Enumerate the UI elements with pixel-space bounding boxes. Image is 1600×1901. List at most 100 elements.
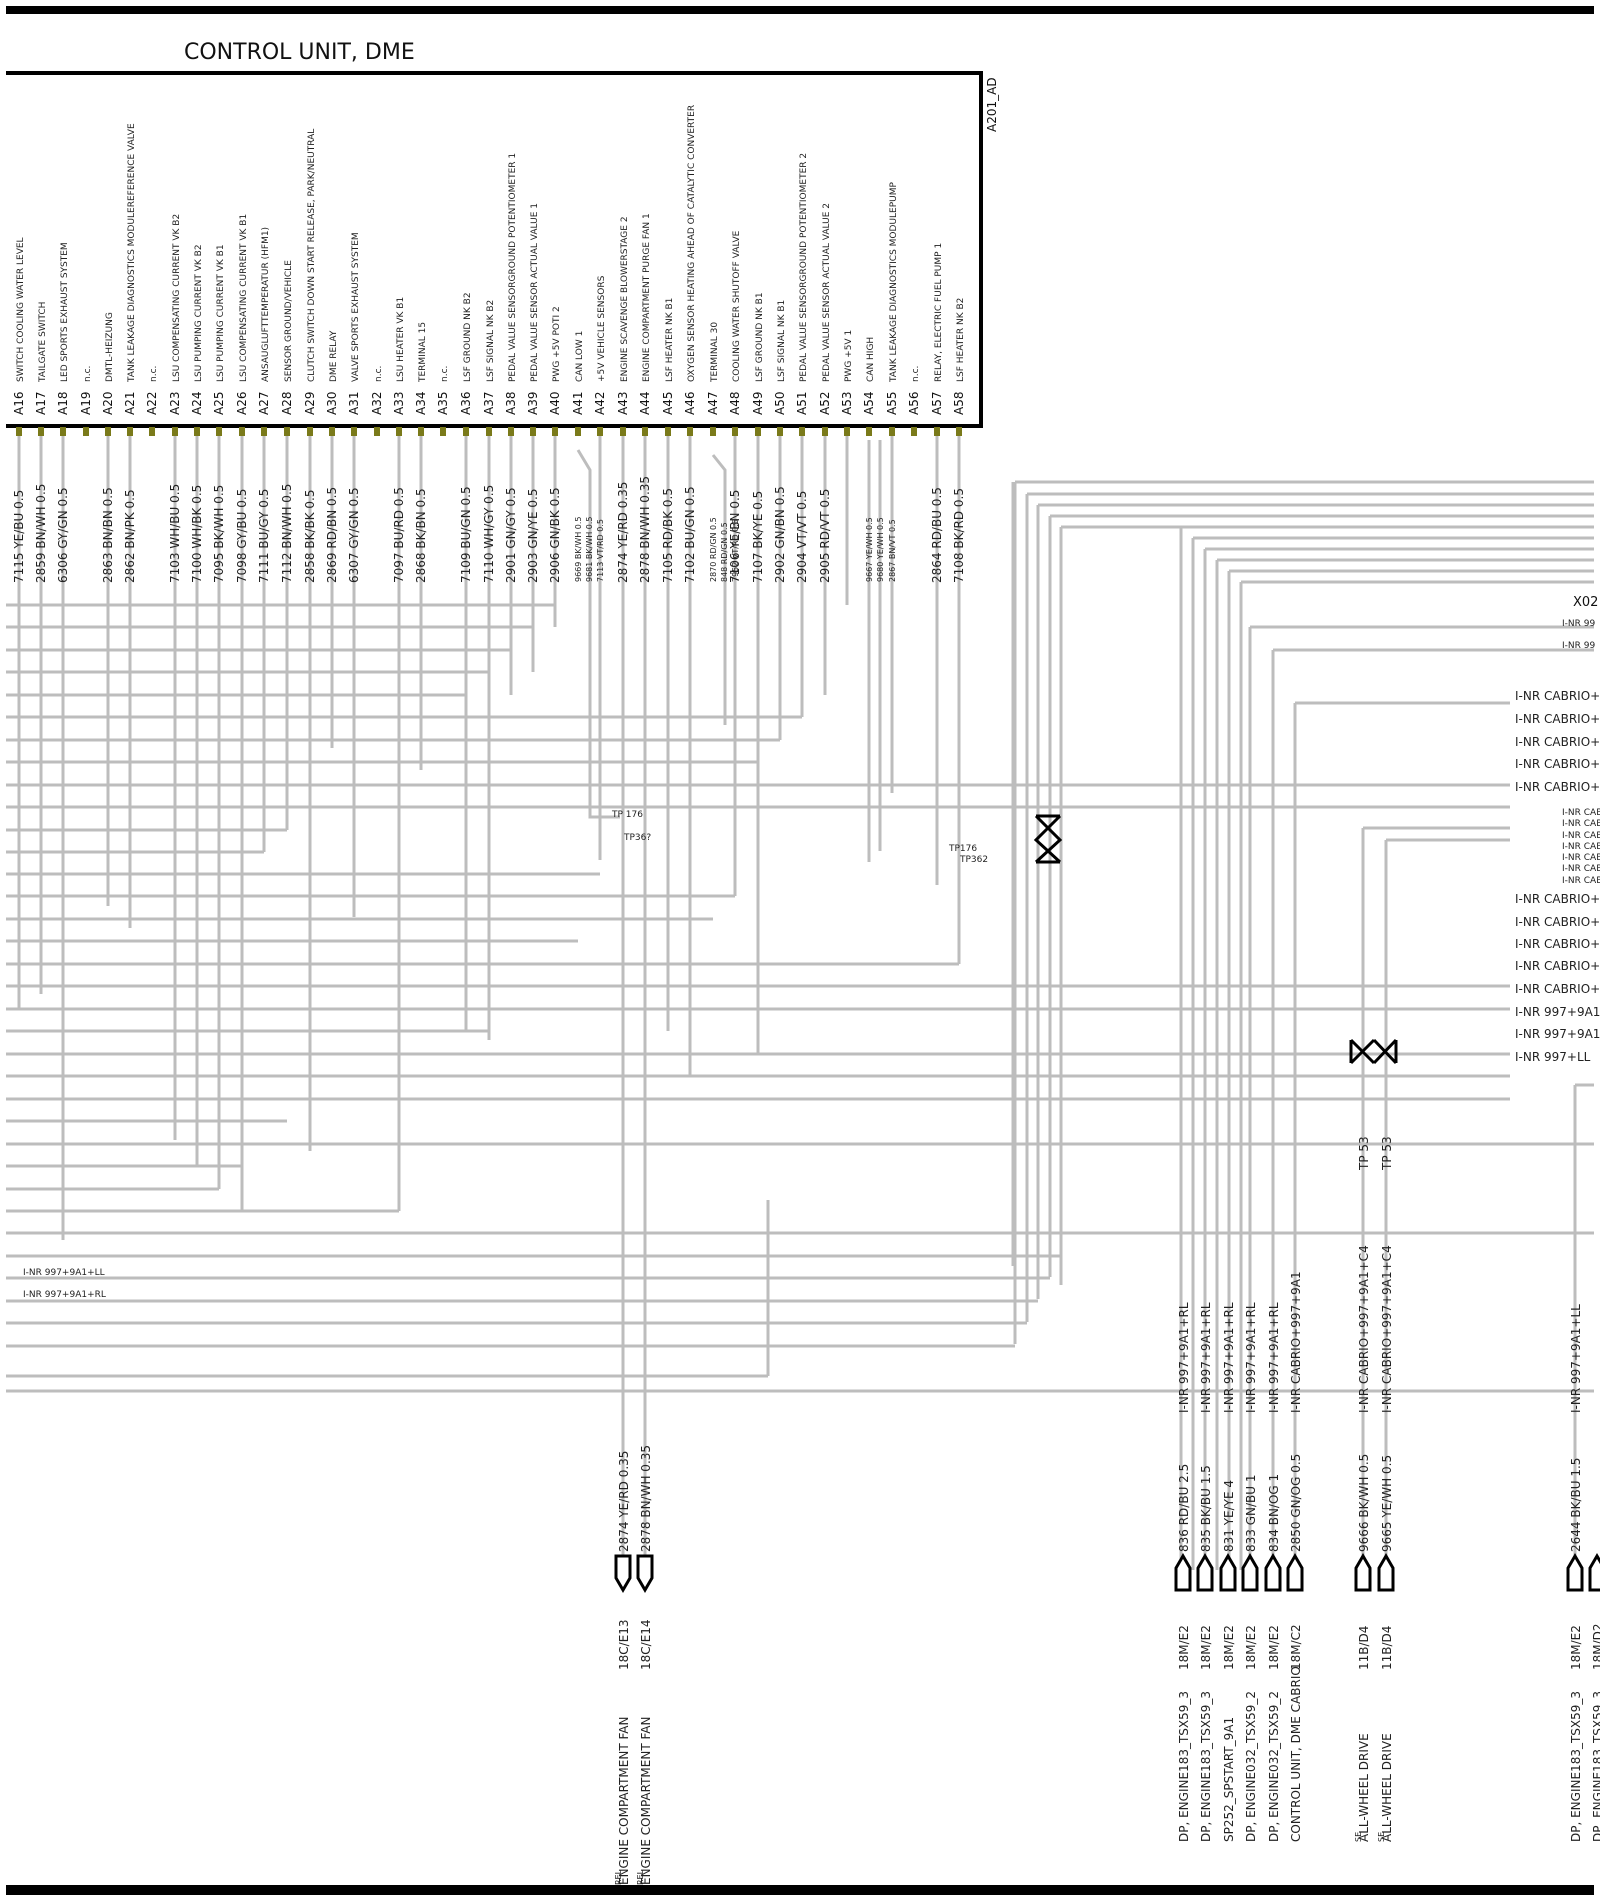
wire-code-label: 2868 BK/BN 0.5 bbox=[414, 488, 428, 583]
variant-label: I-NR 99 bbox=[1562, 619, 1595, 629]
pin-function-label: LSF HEATER NK B1 bbox=[665, 298, 675, 382]
wire-code-label: 7112 BN/WH 0.5 bbox=[280, 484, 294, 583]
pin-terminal bbox=[329, 427, 335, 436]
wire-code-label: 831 YE/YE 4 bbox=[1222, 1480, 1236, 1552]
destination-prefix: REL bbox=[614, 1869, 623, 1885]
wire-code-label: 2644 BK/BU 1.5 bbox=[1569, 1458, 1583, 1552]
wire-code-label: 2874 YE/RD 0.35 bbox=[617, 1451, 631, 1552]
pin-function-label: DMTL-HEIZUNG bbox=[105, 312, 115, 382]
pin-number: A42 bbox=[593, 392, 607, 415]
connector-code: 18M/E2 bbox=[1244, 1625, 1258, 1670]
pin-number: A49 bbox=[751, 392, 765, 415]
pin-terminal bbox=[486, 427, 492, 436]
variant-label: I-NR CABRIO+997 bbox=[1562, 808, 1600, 818]
pin-number: A31 bbox=[347, 392, 361, 415]
test-point-label: TP 53 bbox=[1357, 1136, 1371, 1171]
connector-code: 11B/D4 bbox=[1380, 1626, 1394, 1670]
pin-number: A41 bbox=[571, 392, 585, 415]
variant-label: I-NR 997+9A1 bbox=[1515, 1027, 1600, 1041]
pin-number: A33 bbox=[392, 392, 406, 415]
pin-function-label: RELAY, ELECTRIC FUEL PUMP 1 bbox=[934, 243, 944, 382]
wire-code-label: 2850 GN/OG 0.5 bbox=[1289, 1454, 1303, 1552]
wire-code-label: 9665 YE/WH 0.5 bbox=[1380, 1455, 1394, 1552]
destination-label: DP, ENGINE183_TSX59_3 bbox=[1177, 1691, 1191, 1842]
destination-label: ENGINE COMPARTMENT FAN bbox=[639, 1717, 653, 1885]
pin-number: A23 bbox=[168, 392, 182, 415]
pin-terminal bbox=[552, 427, 558, 436]
pin-terminal bbox=[83, 427, 89, 436]
pin-function-label: PWG +5V 1 bbox=[844, 330, 854, 382]
pin-number: A53 bbox=[840, 392, 854, 415]
pin-function-label: SENSOR GROUND/VEHICLE bbox=[284, 260, 294, 382]
pin-number: A24 bbox=[190, 392, 204, 415]
wire-code-label: 7098 GY/BU 0.5 bbox=[235, 489, 249, 583]
pin-number: A36 bbox=[459, 392, 473, 415]
control-unit-box bbox=[6, 71, 983, 428]
variant-label: I-NR CABRIO+997+9A1+C4 bbox=[1380, 1245, 1394, 1413]
pin-number: A40 bbox=[548, 392, 562, 415]
pin-function-label: LSF GROUND NK B1 bbox=[755, 292, 765, 382]
variant-label: I-NR CABRIO+ bbox=[1515, 757, 1600, 771]
variant-label: I-NR CABRIO+997 bbox=[1562, 819, 1600, 829]
connector-code: 18M/E2 bbox=[1569, 1625, 1583, 1670]
variant-label: I-NR 997+9A1+RL bbox=[1199, 1302, 1213, 1413]
pin-number: A50 bbox=[773, 392, 787, 415]
destination-label: SP252_SPSTART_9A1 bbox=[1222, 1717, 1236, 1842]
pin-terminal bbox=[307, 427, 313, 436]
variant-label: I-NR 997+9A1+LL bbox=[1569, 1304, 1583, 1413]
connector-code: 18M/E2 bbox=[1177, 1625, 1191, 1670]
wire-code-label-small: 2867 BN/VT 0.5 bbox=[888, 519, 897, 582]
wire-code-label-small: 9681 BK/WH 0.5 bbox=[585, 516, 594, 582]
pin-number: A51 bbox=[795, 392, 809, 415]
variant-label: I-NR CABRIO+ bbox=[1515, 689, 1600, 703]
pin-function-label: PEDAL VALUE SENSOR ACTUAL VALUE 1 bbox=[530, 203, 540, 382]
variant-label: I-NR CABRIO+997 bbox=[1562, 876, 1600, 886]
pin-number: A46 bbox=[683, 392, 697, 415]
wire-code-label: 7110 WH/GY 0.5 bbox=[482, 485, 496, 583]
connector-terminal bbox=[1588, 1553, 1600, 1592]
connector-terminal bbox=[614, 1554, 632, 1593]
variant-label: I-NR CABRIO+997 bbox=[1562, 842, 1600, 852]
wire-code-label-small: 9667 YE/WH 0.5 bbox=[865, 517, 874, 582]
pin-terminal bbox=[172, 427, 178, 436]
pin-terminal bbox=[866, 427, 872, 436]
wire-code-label: 2858 BK/BK 0.5 bbox=[303, 490, 317, 584]
pin-function-label: PWG +5V POTI 2 bbox=[552, 306, 562, 382]
pin-terminal bbox=[777, 427, 783, 436]
variant-label: I-NR 99 bbox=[1562, 641, 1595, 651]
pin-terminal bbox=[105, 427, 111, 436]
pin-function-label: n.c. bbox=[83, 366, 93, 382]
pin-terminal bbox=[418, 427, 424, 436]
connector-terminal bbox=[636, 1554, 654, 1593]
component-id: A201_AD bbox=[985, 77, 999, 132]
pin-terminal bbox=[755, 427, 761, 436]
connector-code: 18C/E13 bbox=[617, 1619, 631, 1670]
twisted-pair-marker-left bbox=[1033, 814, 1063, 864]
pin-number: A28 bbox=[280, 392, 294, 415]
connector-code: 18C/E14 bbox=[639, 1619, 653, 1670]
wire-code-label: 2878 BN/WH 0.35 bbox=[639, 1445, 653, 1552]
pin-number: A27 bbox=[257, 392, 271, 415]
pin-function-label: TERMINAL 30 bbox=[710, 322, 720, 383]
pin-function-label: n.c. bbox=[911, 366, 921, 382]
bottom-border bbox=[6, 1885, 1594, 1895]
pin-number: A21 bbox=[123, 392, 137, 415]
pin-terminal bbox=[956, 427, 962, 436]
pin-terminal bbox=[16, 427, 22, 436]
pin-function-label: TANK LEAKAGE DIAGNOSTICS MODULEREFERENCE… bbox=[127, 123, 137, 383]
connector-code: 18M/C2 bbox=[1289, 1624, 1303, 1670]
connector-terminal bbox=[1264, 1553, 1282, 1592]
pin-function-label: LSU HEATER VK B1 bbox=[396, 297, 406, 382]
variant-label: I-NR 997+9A1+RL bbox=[23, 1290, 106, 1300]
destination-label: DP, ENGINE183_TSX59_3 bbox=[1199, 1691, 1213, 1842]
pin-number: A56 bbox=[907, 392, 921, 415]
wire-code-label: 7111 BU/GY 0.5 bbox=[257, 489, 271, 583]
pin-number: A18 bbox=[56, 392, 70, 415]
pin-function-label: CAN HIGH bbox=[866, 337, 876, 382]
pin-terminal bbox=[508, 427, 514, 436]
pin-number: A45 bbox=[661, 392, 675, 415]
pin-number: A48 bbox=[728, 392, 742, 415]
pin-function-label: PEDAL VALUE SENSORGROUND POTENTIOMETER 2 bbox=[799, 153, 809, 382]
pin-terminal bbox=[822, 427, 828, 436]
